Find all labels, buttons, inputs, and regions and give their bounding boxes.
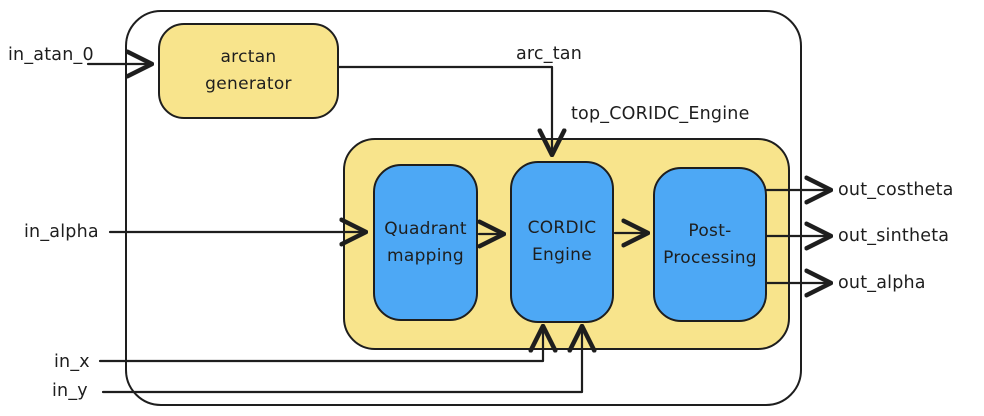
post-processing-label-line2: Processing <box>663 247 757 268</box>
arctan-generator-label-line2: generator <box>205 74 292 94</box>
edge-label-arc-tan: arc_tan <box>516 44 582 64</box>
post-processing-label: Post- Processing <box>655 169 765 320</box>
port-label-in-atan-0: in_atan_0 <box>8 45 94 65</box>
port-label-out-costheta: out_costheta <box>838 180 954 200</box>
quadrant-mapping-label: Quadrant mapping <box>375 166 476 319</box>
post-processing-node: Post- Processing <box>653 167 767 322</box>
cordic-engine-label-line1: CORDIC <box>527 218 597 238</box>
cordic-engine-label-line2: Engine <box>531 245 593 265</box>
arctan-generator-node: arctan generator <box>158 23 339 119</box>
quadrant-mapping-label-line2: mapping <box>387 245 464 266</box>
cordic-engine-node: CORDIC Engine <box>510 161 614 323</box>
port-label-out-sintheta: out_sintheta <box>838 226 950 246</box>
arctan-generator-label-line1: arctan <box>220 47 277 67</box>
quadrant-mapping-node: Quadrant mapping <box>373 164 478 321</box>
arctan-generator-label: arctan generator <box>160 25 337 117</box>
port-label-in-y: in_y <box>52 381 88 401</box>
port-label-in-alpha: in_alpha <box>24 222 99 242</box>
post-processing-label-line1: Post- <box>688 220 732 241</box>
container-title-top-cordic-engine: top_CORIDC_Engine <box>571 104 750 124</box>
port-label-in-x: in_x <box>54 352 90 372</box>
port-label-out-alpha: out_alpha <box>838 273 926 293</box>
quadrant-mapping-label-line1: Quadrant <box>384 218 467 239</box>
cordic-engine-label: CORDIC Engine <box>512 163 612 321</box>
